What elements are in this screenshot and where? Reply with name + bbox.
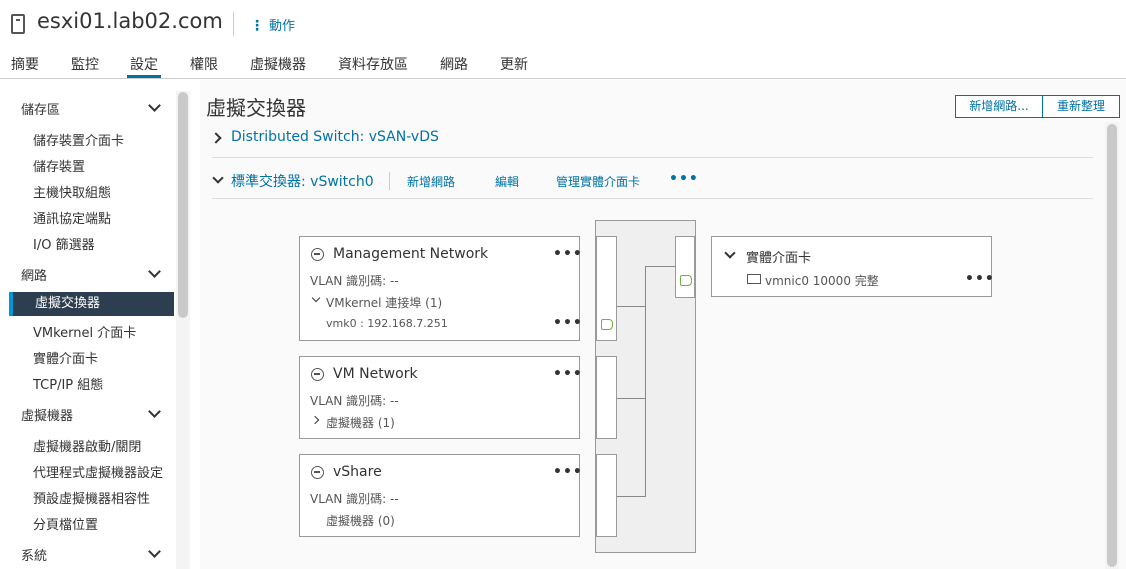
sidebar-item-swap-file-location[interactable]: 分頁檔位置 — [33, 518, 99, 533]
host-icon — [11, 14, 25, 34]
standard-switch-label[interactable]: 標準交換器: vSwitch0 — [231, 174, 374, 190]
switch-more-button[interactable]: ••• — [669, 171, 699, 187]
sidebar-section-virtual-machines[interactable]: 虛擬機器 — [21, 409, 74, 424]
main-scrollbar-thumb[interactable] — [1107, 124, 1117, 567]
page-title: 虛擬交換器 — [206, 96, 306, 120]
portgroup-card[interactable]: vShare ••• VLAN 識別碼: -- 虛擬機器 (0) — [299, 454, 583, 537]
add-network-button[interactable]: 新增網路... — [955, 95, 1043, 118]
wire — [617, 306, 645, 307]
sidebar-item-io-filters[interactable]: I/O 篩選器 — [33, 238, 95, 253]
portgroup-vlan: VLAN 識別碼: -- — [310, 274, 399, 288]
chevron-down-icon[interactable] — [148, 545, 161, 558]
host-title: esxi01.lab02.com — [37, 9, 223, 33]
chevron-down-icon[interactable] — [148, 405, 161, 418]
portgroup-slot — [596, 454, 617, 537]
sidebar-item-default-vm-compat[interactable]: 預設虛擬機器相容性 — [33, 492, 151, 507]
tab-bar: 摘要 監控 設定 權限 虛擬機器 資料存放區 網路 更新 — [0, 50, 1126, 79]
portgroup-name: vShare — [333, 464, 382, 480]
wire — [617, 398, 645, 399]
sidebar-section-system[interactable]: 系統 — [21, 549, 48, 564]
nic-icon — [747, 274, 761, 284]
uplink-port-icon — [680, 275, 692, 286]
switch-add-network-link[interactable]: 新增網路 — [407, 175, 456, 189]
portgroup-sublist[interactable]: VMkernel 連接埠 (1) — [326, 296, 443, 310]
tab-monitor[interactable]: 監控 — [71, 57, 99, 73]
switch-edit-link[interactable]: 編輯 — [495, 175, 520, 189]
distributed-switch-link[interactable]: Distributed Switch: vSAN-vDS — [231, 129, 439, 145]
portgroup-icon — [311, 248, 324, 261]
portgroup-more-button[interactable]: ••• — [553, 464, 583, 480]
portgroup-icon — [311, 466, 324, 479]
active-tab-indicator — [127, 75, 161, 78]
sidebar-section-storage[interactable]: 儲存區 — [21, 103, 61, 118]
portgroup-slot — [596, 236, 617, 341]
chevron-right-icon[interactable] — [310, 415, 320, 425]
portgroup-card[interactable]: VM Network ••• VLAN 識別碼: -- 虛擬機器 (1) — [299, 356, 583, 439]
switch-manage-nics-link[interactable]: 管理實體介面卡 — [556, 175, 641, 189]
portgroup-sublist: 虛擬機器 (0) — [326, 514, 395, 528]
sidebar-item-host-cache[interactable]: 主機快取組態 — [33, 186, 112, 201]
header-button-group: 新增網路... 重新整理 — [955, 95, 1120, 118]
sidebar-item-storage-devices[interactable]: 儲存裝置 — [33, 160, 86, 175]
divider — [212, 198, 1093, 199]
portgroup-vlan: VLAN 識別碼: -- — [310, 492, 399, 506]
portgroup-card[interactable]: Management Network ••• VLAN 識別碼: -- VMke… — [299, 236, 583, 341]
uplink-slot — [675, 236, 695, 298]
portgroup-icon — [311, 368, 324, 381]
actions-menu-button[interactable]: ⋮ 動作 — [250, 15, 295, 34]
wire — [645, 266, 646, 497]
refresh-button[interactable]: 重新整理 — [1043, 95, 1120, 118]
sidebar-item-protocol-endpoints[interactable]: 通訊協定端點 — [33, 212, 112, 227]
tab-datastores[interactable]: 資料存放區 — [338, 57, 408, 73]
physical-nic-entry: vmnic0 10000 完整 — [765, 274, 879, 288]
sidebar-scrollbar-thumb[interactable] — [178, 92, 188, 318]
portgroup-more-button[interactable]: ••• — [553, 366, 583, 382]
actions-label: 動作 — [269, 19, 296, 34]
tab-permissions[interactable]: 權限 — [190, 57, 218, 73]
wire — [617, 496, 645, 497]
tab-networks[interactable]: 網路 — [440, 57, 468, 73]
sidebar-item-tcpip-config[interactable]: TCP/IP 組態 — [33, 378, 104, 393]
portgroup-name: VM Network — [333, 366, 418, 382]
sidebar-item-virtual-switches[interactable]: 虛擬交換器 — [9, 292, 174, 316]
physical-adapters-card[interactable]: 實體介面卡 vmnic0 10000 完整 ••• — [711, 236, 995, 297]
sidebar-item-vmkernel-adapters[interactable]: VMkernel 介面卡 — [33, 326, 137, 341]
chevron-down-icon[interactable] — [724, 247, 736, 259]
vmkernel-port-detail: vmk0 : 192.168.7.251 — [326, 317, 448, 330]
portgroup-name: Management Network — [333, 246, 489, 262]
tab-updates[interactable]: 更新 — [500, 57, 528, 73]
vmkernel-more-button[interactable]: ••• — [553, 315, 583, 331]
wire — [645, 266, 675, 267]
portgroup-vlan: VLAN 識別碼: -- — [310, 394, 399, 408]
portgroup-slot — [596, 356, 617, 439]
chevron-down-icon[interactable] — [148, 265, 161, 278]
portgroup-sublist[interactable]: 虛擬機器 (1) — [326, 416, 395, 430]
sidebar-item-physical-adapters[interactable]: 實體介面卡 — [33, 352, 99, 367]
chevron-down-icon[interactable] — [311, 293, 321, 303]
physical-adapters-title: 實體介面卡 — [746, 251, 812, 266]
divider — [389, 172, 390, 190]
settings-sidebar: 儲存區 儲存裝置介面卡 儲存裝置 主機快取組態 通訊協定端點 I/O 篩選器 網… — [0, 80, 192, 569]
kebab-icon: ⋮ — [250, 18, 264, 34]
vmkernel-port-icon — [601, 319, 613, 330]
divider — [212, 157, 1093, 158]
header-divider — [233, 12, 234, 36]
tab-summary[interactable]: 摘要 — [11, 57, 39, 73]
tab-vms[interactable]: 虛擬機器 — [250, 57, 306, 73]
physical-nic-more-button[interactable]: ••• — [965, 271, 995, 287]
sidebar-section-networking[interactable]: 網路 — [21, 269, 48, 284]
vswitch-diagram — [595, 220, 696, 553]
chevron-down-icon[interactable] — [148, 99, 161, 112]
portgroup-more-button[interactable]: ••• — [553, 246, 583, 262]
tab-configure[interactable]: 設定 — [130, 57, 158, 73]
sidebar-item-agent-vm-settings[interactable]: 代理程式虛擬機器設定 — [33, 466, 164, 481]
sidebar-item-vm-startup[interactable]: 虛擬機器啟動/關閉 — [33, 440, 142, 455]
sidebar-item-storage-adapters[interactable]: 儲存裝置介面卡 — [33, 134, 125, 149]
